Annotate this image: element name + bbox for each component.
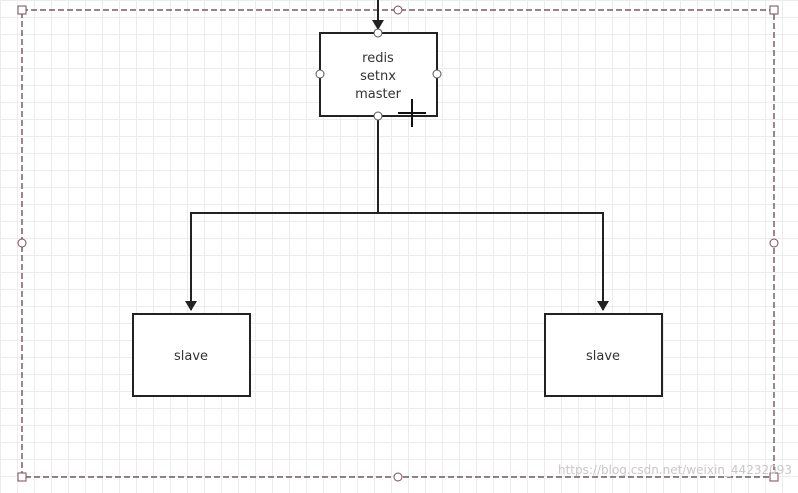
master-node-line-2: setnx: [360, 69, 396, 84]
connector-master-to-right-slave[interactable]: [378, 212, 609, 311]
master-connection-point-bottom[interactable]: [373, 111, 383, 121]
master-node-line-1: redis: [362, 51, 394, 66]
handle-bottom-left[interactable]: [17, 472, 27, 482]
slave-node-left-box[interactable]: [132, 313, 251, 397]
handle-top-right[interactable]: [769, 5, 779, 15]
slave-node-right[interactable]: slave: [544, 313, 663, 397]
handle-top-mid[interactable]: [393, 5, 403, 15]
handle-bottom-right[interactable]: [769, 472, 779, 482]
slave-node-left-label: slave: [174, 349, 208, 364]
handle-left-mid[interactable]: [17, 238, 27, 248]
connector-master-to-left-slave[interactable]: [185, 116, 379, 311]
watermark: https://blog.csdn.net/weixin_44232093: [558, 463, 792, 477]
slave-node-right-box[interactable]: [544, 313, 663, 397]
master-connection-point-top[interactable]: [373, 28, 383, 38]
master-connection-point-left[interactable]: [315, 69, 325, 79]
master-node[interactable]: redis setnx master: [315, 28, 442, 121]
slave-node-right-label: slave: [586, 349, 620, 364]
handle-bottom-mid[interactable]: [393, 472, 403, 482]
master-connection-point-right[interactable]: [432, 69, 442, 79]
crosshair-cursor-icon: [398, 99, 426, 127]
selection-handles[interactable]: [17, 5, 779, 482]
handle-top-left[interactable]: [17, 5, 27, 15]
slave-node-left[interactable]: slave: [132, 313, 251, 397]
master-node-line-3: master: [355, 87, 401, 102]
handle-right-mid[interactable]: [769, 238, 779, 248]
